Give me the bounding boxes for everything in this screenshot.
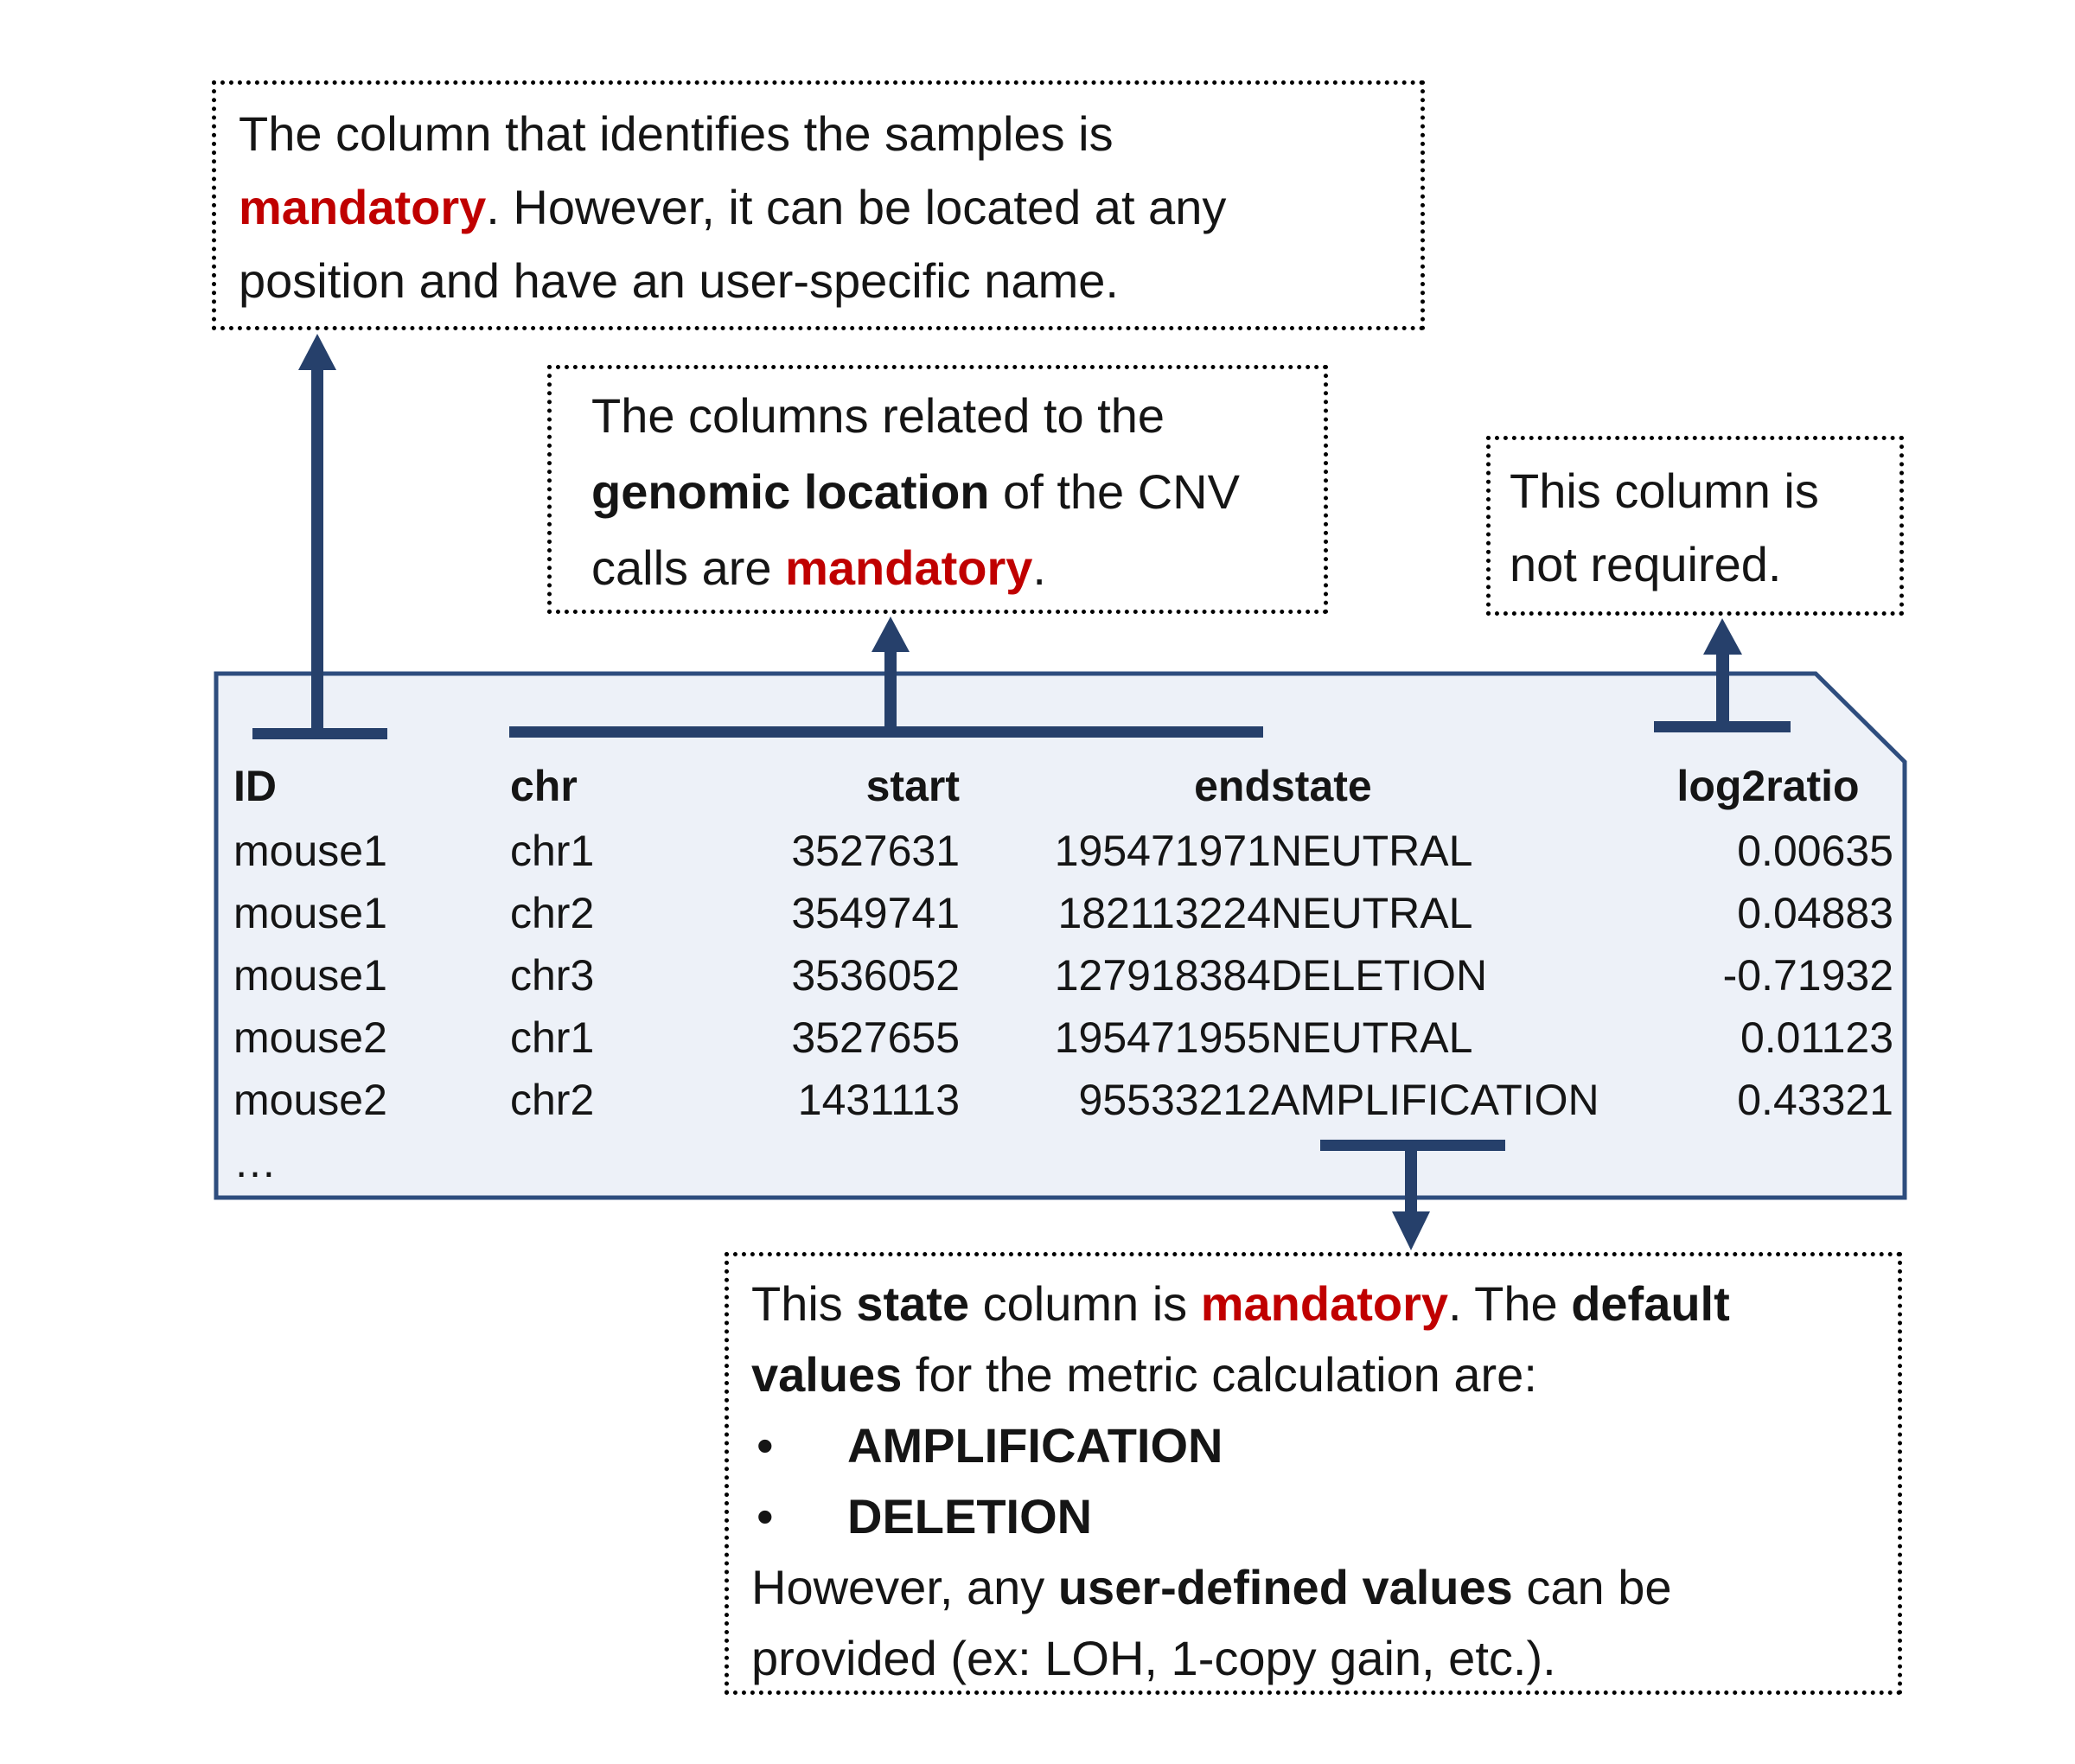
- text-segment: state: [856, 1276, 970, 1331]
- text-line: mandatory. However, it can be located at…: [239, 170, 1421, 244]
- table-cell: 195471971: [1054, 827, 1271, 875]
- note-log2ratio-not-required: This column is not required.: [1486, 436, 1904, 616]
- table-cell: 95533212: [1078, 1076, 1271, 1124]
- table-cell: mouse2: [233, 1076, 387, 1124]
- text-line: values for the metric calculation are:: [751, 1339, 1898, 1410]
- table-cell: 0.04883: [1737, 889, 1893, 937]
- bullet-marker: •: [757, 1418, 774, 1473]
- table-cell: chr3: [510, 951, 595, 1000]
- text-segment: can be: [1512, 1560, 1672, 1614]
- note-sample-id-column: The column that identifies the samples i…: [212, 80, 1425, 330]
- table-cell: chr2: [510, 889, 595, 937]
- text-segment: This column is: [1510, 463, 1819, 518]
- table-ellipsis: …: [233, 1138, 277, 1186]
- table-cell: 182113224: [1057, 889, 1271, 937]
- column-header-state: state: [1271, 762, 1372, 810]
- bullet-marker: •: [757, 1489, 774, 1544]
- text-line: The columns related to the: [591, 378, 1324, 454]
- text-segment: AMPLIFICATION: [847, 1418, 1223, 1473]
- text-segment: genomic location: [591, 464, 990, 519]
- arrow-log2ratio-column: [1654, 618, 1791, 732]
- text-segment: .: [1032, 540, 1046, 595]
- text-segment: column is: [969, 1276, 1201, 1331]
- table-cell: mouse1: [233, 889, 387, 937]
- table-cell: 0.43321: [1737, 1076, 1893, 1124]
- text-segment: . The: [1448, 1276, 1572, 1331]
- text-segment: This: [751, 1276, 857, 1331]
- text-segment: mandatory: [785, 540, 1033, 595]
- text-line: This column is: [1510, 454, 1899, 527]
- note-genomic-location-columns: The columns related to the genomic locati…: [547, 365, 1328, 614]
- text-line: However, any user-defined values can be: [751, 1552, 1898, 1623]
- table-ellipsis-row: …: [233, 1131, 1893, 1193]
- text-segment: position and have an user-specific name.: [239, 253, 1119, 308]
- text-segment: calls are: [591, 540, 786, 595]
- table-cell: chr1: [510, 1013, 595, 1062]
- table-cell: -0.71932: [1722, 951, 1893, 1000]
- table-cell: DELETION: [1271, 951, 1488, 1000]
- text-segment: The column that identifies the samples i…: [239, 106, 1114, 161]
- table-cell: NEUTRAL: [1271, 827, 1473, 875]
- table-cell: AMPLIFICATION: [1271, 1076, 1599, 1124]
- text-line: provided (ex: LOH, 1-copy gain, etc.).: [751, 1623, 1898, 1694]
- text-segment: default: [1571, 1276, 1730, 1331]
- table-cell: 0.00635: [1737, 827, 1893, 875]
- text-segment: not required.: [1510, 537, 1782, 591]
- arrow-id-column: [252, 334, 387, 739]
- text-line: This state column is mandatory. The defa…: [751, 1269, 1898, 1339]
- table-cell: 3536052: [791, 951, 960, 1000]
- text-segment: user-defined values: [1057, 1560, 1513, 1614]
- table-cell: 1431113: [797, 1076, 960, 1124]
- note-state-column: This state column is mandatory. The defa…: [725, 1252, 1902, 1695]
- text-segment: The columns related to the: [591, 388, 1165, 443]
- column-header-log2ratio: log2ratio: [1676, 762, 1860, 810]
- table-cell: NEUTRAL: [1271, 889, 1473, 937]
- text-line: genomic location of the CNV: [591, 454, 1324, 530]
- text-segment: However, any: [751, 1560, 1058, 1614]
- text-line: The column that identifies the samples i…: [239, 97, 1421, 170]
- arrow-genomic-columns: [509, 617, 1263, 738]
- table-cell: chr1: [510, 827, 595, 875]
- table-cell: NEUTRAL: [1271, 1013, 1473, 1062]
- column-header-start: start: [865, 762, 960, 810]
- column-header-chr: chr: [510, 762, 578, 810]
- text-segment: of the CNV: [989, 464, 1240, 519]
- text-segment: mandatory: [239, 180, 487, 234]
- column-header-end: end: [1194, 762, 1271, 810]
- text-segment: provided (ex: LOH, 1-copy gain, etc.).: [751, 1631, 1556, 1685]
- text-segment: mandatory: [1200, 1276, 1449, 1331]
- table-cell: 3527631: [791, 827, 960, 875]
- text-line: not required.: [1510, 527, 1899, 601]
- table-cell: 3527655: [791, 1013, 960, 1062]
- table-cell: 3549741: [791, 889, 960, 937]
- text-segment: for the metric calculation are:: [902, 1347, 1537, 1402]
- table-cell: 0.01123: [1740, 1013, 1893, 1062]
- table-cell: mouse1: [233, 827, 387, 875]
- text-line: calls are mandatory.: [591, 530, 1324, 606]
- text-segment: . However, it can be located at any: [486, 180, 1227, 234]
- column-header-ID: ID: [233, 762, 277, 810]
- text-segment: DELETION: [847, 1489, 1093, 1544]
- table-cell: mouse2: [233, 1013, 387, 1062]
- text-line: position and have an user-specific name.: [239, 244, 1421, 317]
- table-cell: 127918384: [1054, 951, 1271, 1000]
- table-cell: 195471955: [1054, 1013, 1271, 1062]
- table-cell: mouse1: [233, 951, 387, 1000]
- text-line: • DELETION: [751, 1481, 1898, 1552]
- table-cell: chr2: [510, 1076, 595, 1124]
- text-line: • AMPLIFICATION: [751, 1410, 1898, 1481]
- text-segment: values: [751, 1347, 903, 1402]
